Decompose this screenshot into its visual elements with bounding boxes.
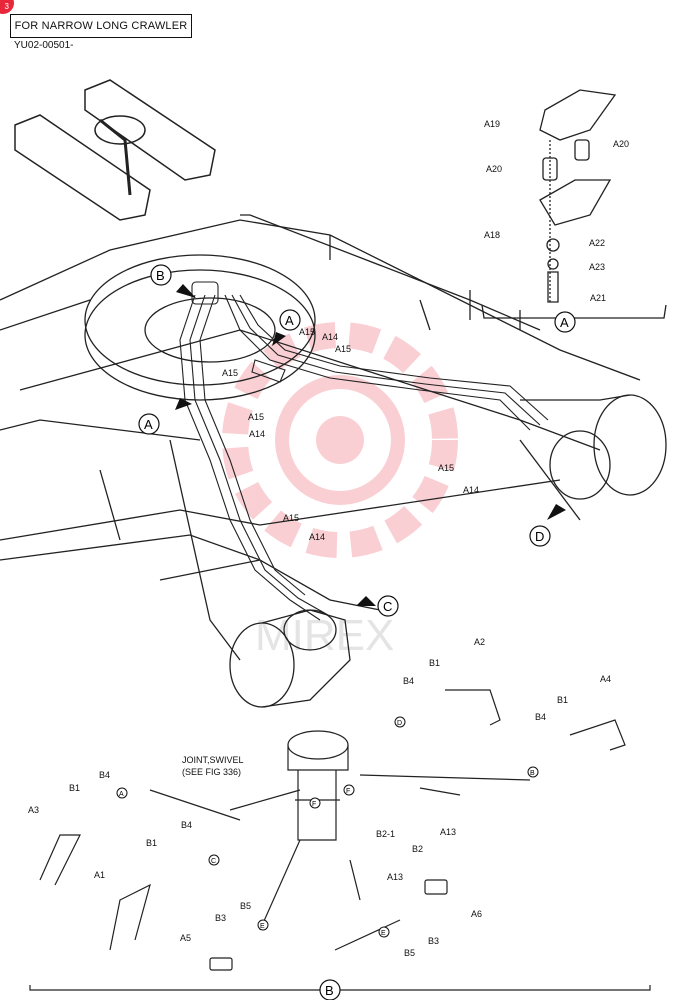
view-b-title: B — [325, 983, 334, 998]
callout-a19: A19 — [484, 119, 500, 129]
callout-b2: B2 — [412, 844, 423, 854]
travel-motor-c — [229, 609, 351, 708]
marker-d-circle — [529, 525, 551, 547]
callout-a14-4: A14 — [309, 532, 325, 542]
callout-a15-4: A15 — [248, 412, 264, 422]
callout-a14-2: A14 — [249, 429, 265, 439]
callout-a3: A3 — [28, 805, 39, 815]
view-a-title: A — [560, 315, 569, 330]
callout-a14-3: A14 — [463, 485, 479, 495]
callout-a15-1: A15 — [299, 327, 315, 337]
callout-b1-4: B1 — [146, 838, 157, 848]
ref-c: C — [211, 858, 216, 865]
watermark-text: MIREX — [255, 611, 394, 660]
callout-a4: A4 — [600, 674, 611, 684]
ref-a: A — [119, 791, 124, 798]
callout-b2-1: B2-1 — [376, 829, 395, 839]
turntable — [84, 254, 316, 401]
callout-a21: A21 — [590, 293, 606, 303]
ref-e2: E — [381, 930, 386, 937]
ref-f1: F — [346, 788, 350, 795]
callout-a13-1: A13 — [440, 827, 456, 837]
joint-note-line2: (SEE FIG 336) — [182, 767, 241, 777]
ref-b: B — [530, 770, 535, 777]
callout-a20-1: A20 — [613, 139, 629, 149]
ref-f2: F — [312, 801, 316, 808]
callout-a23: A23 — [589, 262, 605, 272]
detail-a-callouts: A19 A20 A20 A18 A22 A23 A21 — [484, 119, 629, 303]
callout-a14-1: A14 — [322, 332, 338, 342]
callout-a6: A6 — [471, 909, 482, 919]
callout-a5: A5 — [180, 933, 191, 943]
callout-b1-1: B1 — [429, 658, 440, 668]
callout-b4-1: B4 — [403, 676, 414, 686]
ref-d: D — [397, 720, 402, 727]
callout-b5-1: B5 — [240, 901, 251, 911]
callout-b5-2: B5 — [404, 948, 415, 958]
hydraulic-pipes — [179, 281, 549, 621]
diagram-title: FOR NARROW LONG CRAWLER — [10, 14, 192, 38]
marker-b-circle — [150, 264, 172, 286]
view-b-callouts: A2 B1 B4 A4 B1 B4 B4 B1 A3 B2-1 B2 A13 B… — [28, 637, 611, 958]
view-a-title-circle — [554, 311, 576, 333]
bracket-detail — [481, 89, 667, 319]
marker-b-label: B — [156, 268, 165, 283]
callout-b1-3: B1 — [69, 783, 80, 793]
callout-b3-1: B3 — [215, 913, 226, 923]
marker-a-label-2: A — [144, 417, 153, 432]
main-callouts: A15 A14 A15 A15 A15 A14 A15 A14 A15 A14 — [222, 327, 479, 542]
crawler-thumbnail — [14, 79, 216, 221]
callout-a20-2: A20 — [486, 164, 502, 174]
callout-a15-2: A15 — [335, 344, 351, 354]
marker-a-circle-1 — [279, 309, 301, 331]
marker-a-circle-2 — [138, 413, 160, 435]
callout-b3-2: B3 — [428, 936, 439, 946]
watermark-logo: MIREX — [222, 322, 458, 660]
marker-a-label-1: A — [285, 313, 294, 328]
callout-a2: A2 — [474, 637, 485, 647]
travel-motor-d — [519, 394, 667, 521]
callout-a22: A22 — [589, 238, 605, 248]
view-b-drawing — [29, 689, 651, 991]
view-markers: B A A C D A B — [138, 264, 576, 1000]
view-b-title-circle — [319, 979, 341, 1000]
callout-b1-2: B1 — [557, 695, 568, 705]
callout-a15-3: A15 — [222, 368, 238, 378]
joint-note-line1: JOINT,SWIVEL — [182, 755, 244, 765]
callout-a15-6: A15 — [283, 513, 299, 523]
page-badge: 3 — [0, 0, 14, 14]
marker-c-label: C — [383, 599, 392, 614]
ref-e1: E — [260, 923, 265, 930]
callout-a15-5: A15 — [438, 463, 454, 473]
drawing-code: YU02-00501- — [14, 40, 74, 51]
callout-b4-3: B4 — [99, 770, 110, 780]
view-arrows — [175, 284, 566, 606]
callout-a18: A18 — [484, 230, 500, 240]
small-refs: D B A F F C E E — [116, 716, 539, 938]
callout-b4-2: B4 — [535, 712, 546, 722]
marker-d-label: D — [535, 529, 544, 544]
callout-a13-2: A13 — [387, 872, 403, 882]
marker-c-circle — [377, 595, 399, 617]
callout-a1: A1 — [94, 870, 105, 880]
callout-b4-4: B4 — [181, 820, 192, 830]
